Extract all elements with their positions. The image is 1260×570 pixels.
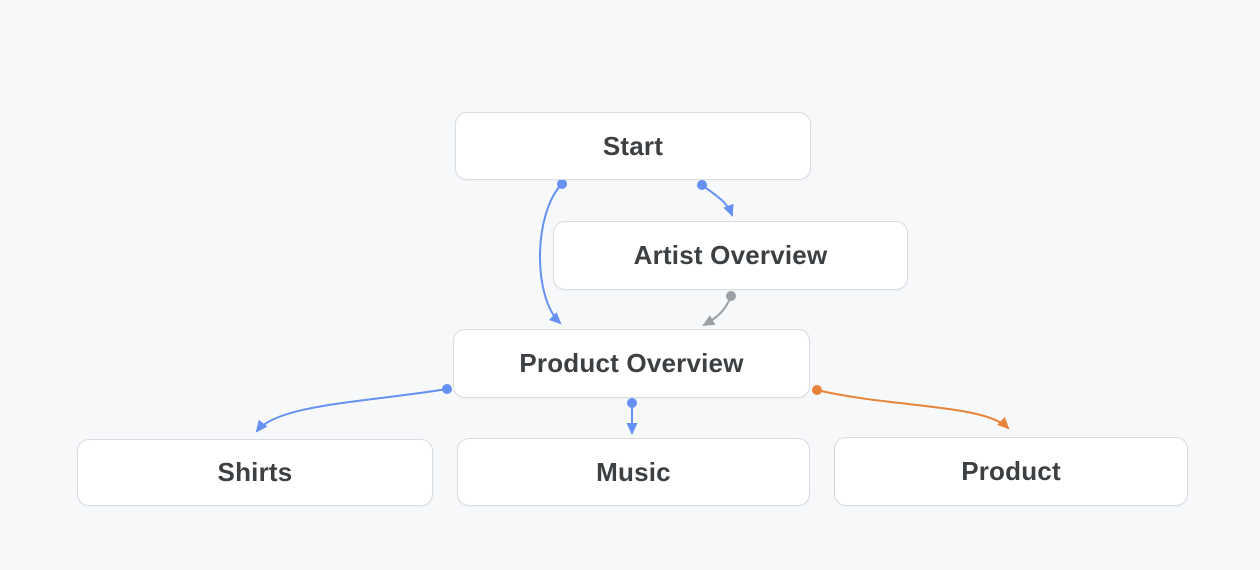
node-start[interactable]: Start bbox=[455, 112, 811, 180]
node-label-product: Product bbox=[961, 456, 1061, 486]
node-label-music: Music bbox=[596, 456, 671, 487]
edge-source-dot-start-to-artist-overview bbox=[697, 180, 707, 190]
node-label-product-overview: Product Overview bbox=[519, 348, 744, 378]
edge-artist-overview-to-product-overview bbox=[702, 295, 732, 327]
edge-source-dot-product-overview-to-product bbox=[812, 385, 822, 395]
node-product[interactable]: Product bbox=[834, 437, 1188, 506]
edge-start-to-artist-overview bbox=[701, 184, 734, 217]
node-product-overview[interactable]: Product Overview bbox=[453, 329, 810, 398]
edge-source-dot-product-overview-to-music bbox=[627, 398, 637, 408]
edge-source-dot-product-overview-to-shirts bbox=[442, 384, 452, 394]
node-music[interactable]: Music bbox=[457, 438, 810, 506]
node-shirts[interactable]: Shirts bbox=[77, 439, 433, 506]
node-label-start: Start bbox=[602, 130, 664, 161]
node-label-shirts: Shirts bbox=[217, 457, 293, 487]
node-artist-overview[interactable]: Artist Overview bbox=[553, 221, 908, 290]
node-label-artist-overview: Artist Overview bbox=[633, 240, 828, 270]
edge-product-overview-to-shirts bbox=[255, 388, 448, 433]
edge-source-dot-start-to-product-overview bbox=[557, 179, 567, 189]
edge-source-dot-artist-overview-to-product-overview bbox=[726, 291, 736, 301]
edge-product-overview-to-product bbox=[816, 389, 1010, 430]
